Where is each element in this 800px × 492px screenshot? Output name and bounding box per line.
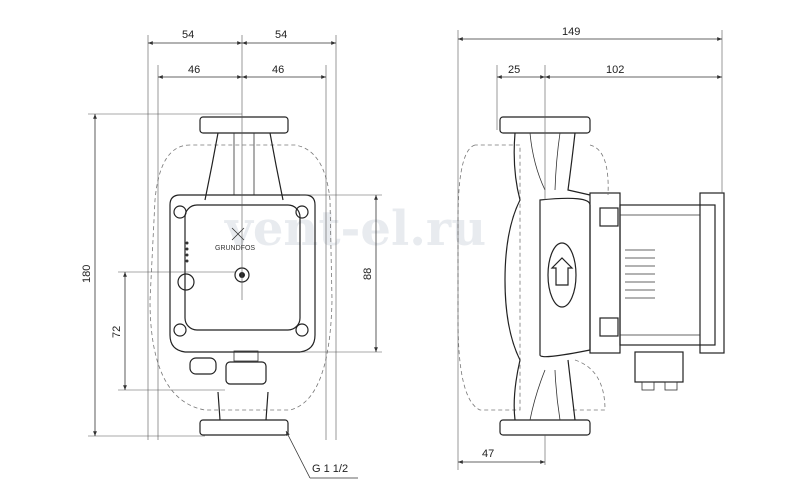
screw-icon — [295, 205, 309, 219]
top-neck-inner — [233, 133, 255, 195]
screw-icon — [173, 323, 187, 337]
dim-54-left: 54 — [182, 29, 194, 41]
dim-102: 102 — [606, 64, 624, 76]
side-bottom-flange — [499, 419, 591, 436]
rotation-arrow-housing — [547, 242, 577, 308]
motor-flange — [589, 192, 621, 354]
dim-46-right: 46 — [272, 64, 284, 76]
dim-47: 47 — [482, 448, 494, 460]
control-button-icon — [177, 273, 195, 291]
signal-connector — [189, 357, 217, 375]
screw-icon — [173, 205, 187, 219]
cooling-fins — [625, 249, 655, 299]
brand-label: GRUNDFOS — [215, 245, 255, 252]
side-view — [457, 65, 725, 436]
led-indicators — [185, 241, 189, 263]
bottom-neck — [217, 391, 269, 421]
power-connector — [225, 361, 267, 385]
volute-right — [567, 132, 591, 421]
top-flange — [199, 116, 289, 134]
dim-149: 149 — [562, 26, 580, 38]
flow-arrow-icon — [550, 257, 574, 286]
screw-icon — [295, 323, 309, 337]
control-box — [184, 204, 301, 331]
motor-end-cap — [699, 192, 725, 354]
dim-72: 72 — [111, 326, 123, 338]
dim-180: 180 — [81, 265, 93, 283]
side-connector — [634, 351, 684, 383]
pump-body — [169, 194, 316, 353]
top-neck — [204, 132, 284, 201]
bottom-flange — [199, 419, 289, 436]
dim-46-left: 46 — [188, 64, 200, 76]
watermark-text: vent-el.ru — [224, 201, 486, 257]
dim-88: 88 — [362, 268, 374, 280]
dim-25: 25 — [508, 64, 520, 76]
side-dimensions: 149 25 102 47 — [457, 26, 723, 470]
front-dimensions: 54 54 46 46 180 72 88 G 1 1/2 — [81, 29, 382, 479]
side-envelope-left — [457, 144, 521, 411]
thread-label: G 1 1/2 — [312, 463, 348, 475]
volute-left — [504, 132, 521, 421]
motor-body — [619, 204, 716, 346]
front-view: GRUNDFOS — [149, 35, 333, 436]
dim-54-right: 54 — [275, 29, 287, 41]
